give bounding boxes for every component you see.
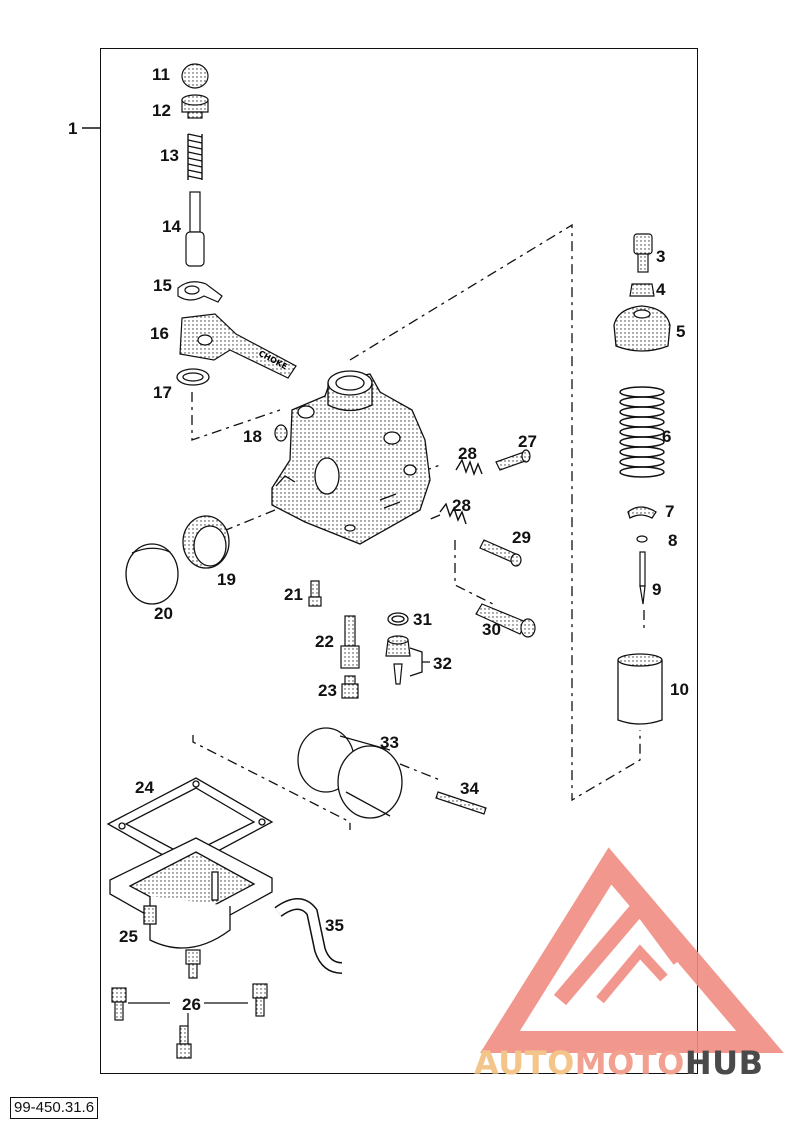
part-33-float (297, 727, 403, 819)
part-19-ring (182, 515, 230, 569)
part-9-needle (639, 551, 646, 605)
part-12-nut (181, 94, 209, 119)
part-25-float-bowl (109, 837, 273, 949)
part-15-washer (177, 281, 223, 303)
part-30-screw (475, 603, 536, 638)
part-23-jet (341, 675, 359, 699)
part-5-top-cap (613, 305, 671, 352)
callout-15: 15 (153, 276, 172, 295)
callout-9: 9 (652, 580, 662, 599)
callout-31: 31 (413, 610, 432, 629)
part-6-spring (619, 386, 665, 478)
callout-6: 6 (662, 427, 672, 446)
callout-3: 3 (656, 247, 666, 266)
callout-20: 20 (154, 604, 173, 623)
bracket-32 (409, 647, 430, 677)
watermark-part-auto: AUTO (474, 1044, 575, 1082)
part-32-needle-valve (385, 635, 411, 685)
watermark-logo-icon (480, 847, 784, 1053)
part-3-screw (633, 233, 653, 273)
document-code: 99-450.31.6 (10, 1097, 99, 1119)
callout-26: 26 (180, 995, 203, 1014)
callout-28-lower: 28 (452, 496, 471, 515)
callout-11: 11 (152, 65, 170, 84)
part-24-gasket (106, 777, 274, 869)
part-17-o-ring (176, 368, 210, 386)
part-22-needle-jet (340, 615, 360, 669)
part-26-screws (111, 949, 268, 1059)
callout-4: 4 (656, 280, 666, 299)
callout-14: 14 (162, 217, 181, 236)
part-14-plunger (185, 191, 205, 267)
part-29-screw (479, 539, 522, 567)
callout-8: 8 (668, 531, 678, 550)
watermark-part-hub: HUB (684, 1044, 764, 1082)
callout-23: 23 (318, 681, 337, 700)
part-7-clip (627, 506, 657, 519)
part-28-spring-upper (455, 458, 483, 477)
part-20-cap (125, 543, 179, 605)
callout-21: 21 (284, 585, 303, 604)
callout-7: 7 (665, 502, 675, 521)
diagram-frame (100, 48, 698, 1074)
part-31-washer (387, 612, 409, 626)
callout-35: 35 (325, 916, 344, 935)
callout-18: 18 (243, 427, 262, 446)
callout-30: 30 (482, 620, 501, 639)
part-13-spring (187, 133, 203, 180)
callout-32: 32 (433, 654, 452, 673)
part-35-hose (274, 898, 343, 974)
callout-25: 25 (119, 927, 138, 946)
part-34-pin (435, 791, 487, 815)
callout-28-upper: 28 (458, 444, 477, 463)
callout-5: 5 (676, 322, 686, 341)
callout-10: 10 (670, 680, 689, 699)
part-10-slide (617, 653, 663, 725)
part-28-spring-lower (439, 502, 467, 525)
watermark-text: AUTOMOTOHUB (474, 1044, 764, 1082)
part-11-cap (181, 63, 209, 89)
callout-29: 29 (512, 528, 531, 547)
part-4-nut (629, 283, 655, 297)
callout-34: 34 (460, 779, 479, 798)
callout-13: 13 (160, 146, 179, 165)
part-18-screw (274, 424, 288, 442)
part-8-clip (636, 535, 648, 543)
callout-12: 12 (152, 101, 171, 120)
callout-1: 1 (68, 119, 78, 138)
callout-27: 27 (518, 432, 537, 451)
callout-33: 33 (380, 733, 399, 752)
callout-19: 19 (217, 570, 236, 589)
callout-24: 24 (135, 778, 154, 797)
callout-16: 16 (150, 324, 169, 343)
part-21-jet (308, 580, 322, 607)
callout-17: 17 (153, 383, 172, 402)
watermark-part-moto: MOTO (574, 1044, 685, 1082)
callout-22: 22 (315, 632, 334, 651)
part-16-choke-lever (179, 313, 297, 379)
part-carburetor-body (271, 370, 431, 545)
assembly-lines (191, 223, 645, 830)
part-27-screw (495, 449, 531, 471)
